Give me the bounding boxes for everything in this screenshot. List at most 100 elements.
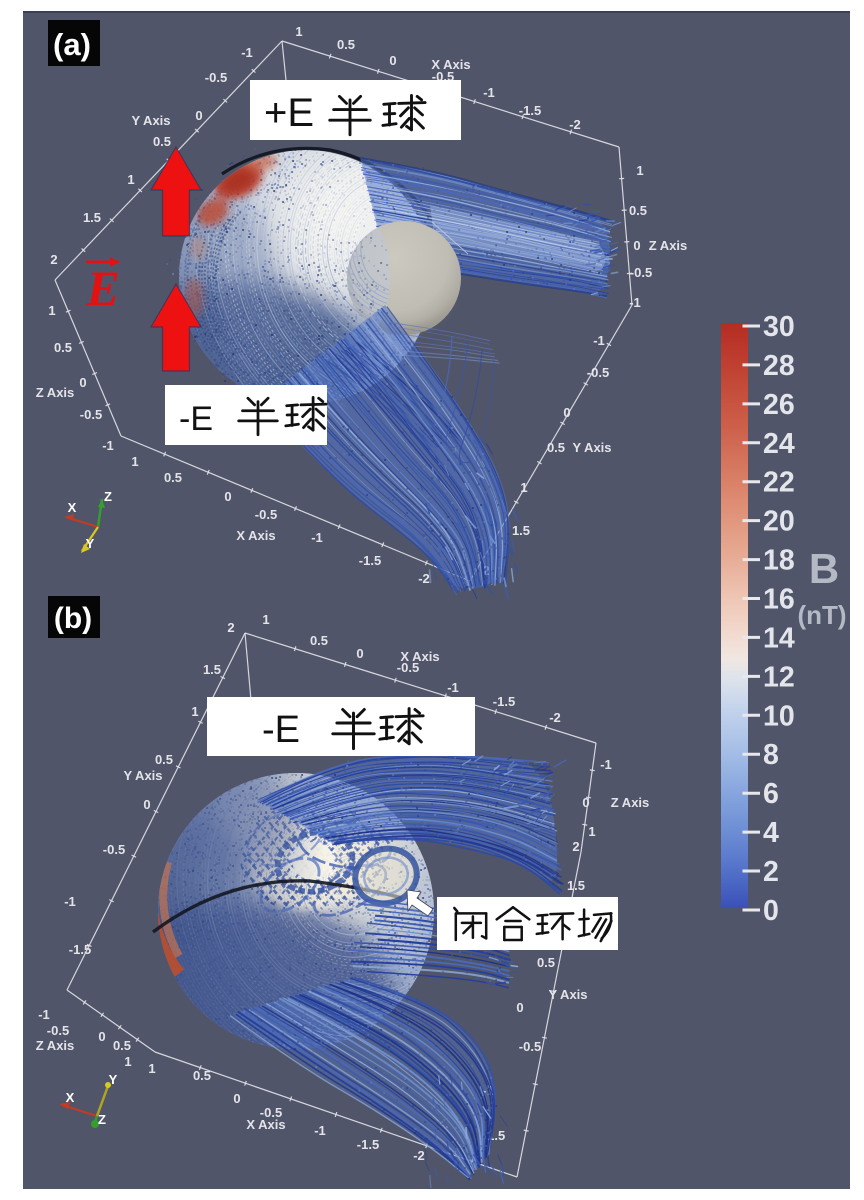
svg-text:-0.5: -0.5 xyxy=(47,1023,69,1038)
svg-text:1: 1 xyxy=(191,704,198,719)
svg-text:X: X xyxy=(68,500,77,515)
svg-text:X Axis: X Axis xyxy=(236,528,275,543)
svg-text:Y Axis: Y Axis xyxy=(548,987,587,1002)
svg-text:Y Axis: Y Axis xyxy=(572,440,611,455)
svg-text:B: B xyxy=(809,545,839,592)
svg-text:0.5: 0.5 xyxy=(153,134,171,149)
svg-text:0: 0 xyxy=(143,797,150,812)
svg-text:0.5: 0.5 xyxy=(337,37,355,52)
svg-text:Z Axis: Z Axis xyxy=(611,795,650,810)
svg-text:0: 0 xyxy=(763,895,779,927)
svg-text:-0.5: -0.5 xyxy=(587,365,609,380)
svg-text:X Axis: X Axis xyxy=(246,1117,285,1132)
svg-text:X: X xyxy=(66,1090,75,1105)
svg-text:Z: Z xyxy=(104,489,112,504)
svg-text:X Axis: X Axis xyxy=(431,57,470,72)
svg-text:0.5: 0.5 xyxy=(629,203,647,218)
svg-text:-1: -1 xyxy=(314,1123,326,1138)
svg-text:0: 0 xyxy=(233,1091,240,1106)
svg-text:16: 16 xyxy=(763,584,795,616)
svg-text:-0.5: -0.5 xyxy=(80,407,102,422)
svg-text:1.5: 1.5 xyxy=(512,523,530,538)
svg-text:0.5: 0.5 xyxy=(54,340,72,355)
svg-text:-0.5: -0.5 xyxy=(103,842,125,857)
svg-text:1: 1 xyxy=(295,24,302,39)
svg-text:30: 30 xyxy=(763,311,795,343)
svg-text:0: 0 xyxy=(356,646,363,661)
svg-text:Z: Z xyxy=(98,1112,106,1127)
svg-text:-0.5: -0.5 xyxy=(630,265,652,280)
svg-text:-2: -2 xyxy=(418,571,430,586)
svg-text:22: 22 xyxy=(763,467,795,499)
svg-text:1: 1 xyxy=(48,303,55,318)
svg-text:-1.5: -1.5 xyxy=(359,553,381,568)
svg-text:E: E xyxy=(85,260,119,316)
svg-text:0.5: 0.5 xyxy=(113,1038,131,1053)
svg-text:-1: -1 xyxy=(629,295,641,310)
svg-text:-2: -2 xyxy=(569,117,581,132)
svg-text:1: 1 xyxy=(636,163,643,178)
svg-text:0.5: 0.5 xyxy=(193,1068,211,1083)
svg-text:(b): (b) xyxy=(54,602,92,635)
svg-text:0: 0 xyxy=(582,795,589,810)
svg-text:8: 8 xyxy=(763,739,779,771)
svg-text:-1: -1 xyxy=(600,757,612,772)
svg-text:-1: -1 xyxy=(38,1007,50,1022)
svg-text:24: 24 xyxy=(763,428,795,460)
svg-text:-2: -2 xyxy=(549,710,561,725)
svg-text:0.5: 0.5 xyxy=(310,633,328,648)
svg-text:4: 4 xyxy=(763,817,779,849)
svg-text:1: 1 xyxy=(124,1054,131,1069)
svg-text:0: 0 xyxy=(516,1000,523,1015)
svg-text:-1: -1 xyxy=(447,680,459,695)
svg-text:0: 0 xyxy=(195,108,202,123)
svg-text:1.5: 1.5 xyxy=(83,210,101,225)
svg-text:-0.5: -0.5 xyxy=(260,1105,282,1120)
svg-text:1: 1 xyxy=(520,480,527,495)
svg-text:-1: -1 xyxy=(241,45,253,60)
svg-text:-1.5: -1.5 xyxy=(519,103,541,118)
svg-text:-0.5: -0.5 xyxy=(397,660,419,675)
svg-text:6: 6 xyxy=(763,778,779,810)
svg-text:2: 2 xyxy=(50,252,57,267)
svg-text:Y: Y xyxy=(109,1072,118,1087)
svg-text:Y Axis: Y Axis xyxy=(123,768,162,783)
svg-text:0: 0 xyxy=(563,405,570,420)
svg-text:-1.5: -1.5 xyxy=(357,1137,379,1152)
svg-text:0: 0 xyxy=(79,375,86,390)
svg-text:0.5: 0.5 xyxy=(547,440,565,455)
svg-text:-2: -2 xyxy=(413,1148,425,1163)
svg-text:0.5: 0.5 xyxy=(164,470,182,485)
svg-text:-1: -1 xyxy=(64,894,76,909)
svg-text:0: 0 xyxy=(389,53,396,68)
svg-text:0: 0 xyxy=(224,489,231,504)
svg-text:-1: -1 xyxy=(311,530,323,545)
svg-text:1.5: 1.5 xyxy=(567,878,585,893)
svg-text:X Axis: X Axis xyxy=(400,649,439,664)
svg-text:18: 18 xyxy=(763,545,795,577)
svg-text:10: 10 xyxy=(763,700,795,732)
svg-text:2: 2 xyxy=(763,856,779,888)
svg-text:-1: -1 xyxy=(483,85,495,100)
svg-text:0: 0 xyxy=(633,238,640,253)
svg-text:1: 1 xyxy=(148,1061,155,1076)
svg-text:-1: -1 xyxy=(593,333,605,348)
svg-text:1: 1 xyxy=(131,454,138,469)
svg-text:20: 20 xyxy=(763,506,795,538)
svg-text:0.5: 0.5 xyxy=(155,752,173,767)
svg-text:0.5: 0.5 xyxy=(537,955,555,970)
svg-text:-E: -E xyxy=(262,709,300,751)
svg-text:1: 1 xyxy=(127,172,134,187)
svg-text:1: 1 xyxy=(262,612,269,627)
svg-text:-0.5: -0.5 xyxy=(205,70,227,85)
svg-text:12: 12 xyxy=(763,661,795,693)
svg-text:+E: +E xyxy=(264,91,314,135)
svg-text:Z Axis: Z Axis xyxy=(36,1038,75,1053)
svg-text:2: 2 xyxy=(227,620,234,635)
svg-text:0: 0 xyxy=(98,1029,105,1044)
svg-text:Z Axis: Z Axis xyxy=(649,238,688,253)
svg-text:-0.5: -0.5 xyxy=(519,1039,541,1054)
svg-text:26: 26 xyxy=(763,389,795,421)
svg-text:2: 2 xyxy=(572,839,579,854)
svg-text:-0.5: -0.5 xyxy=(255,507,277,522)
